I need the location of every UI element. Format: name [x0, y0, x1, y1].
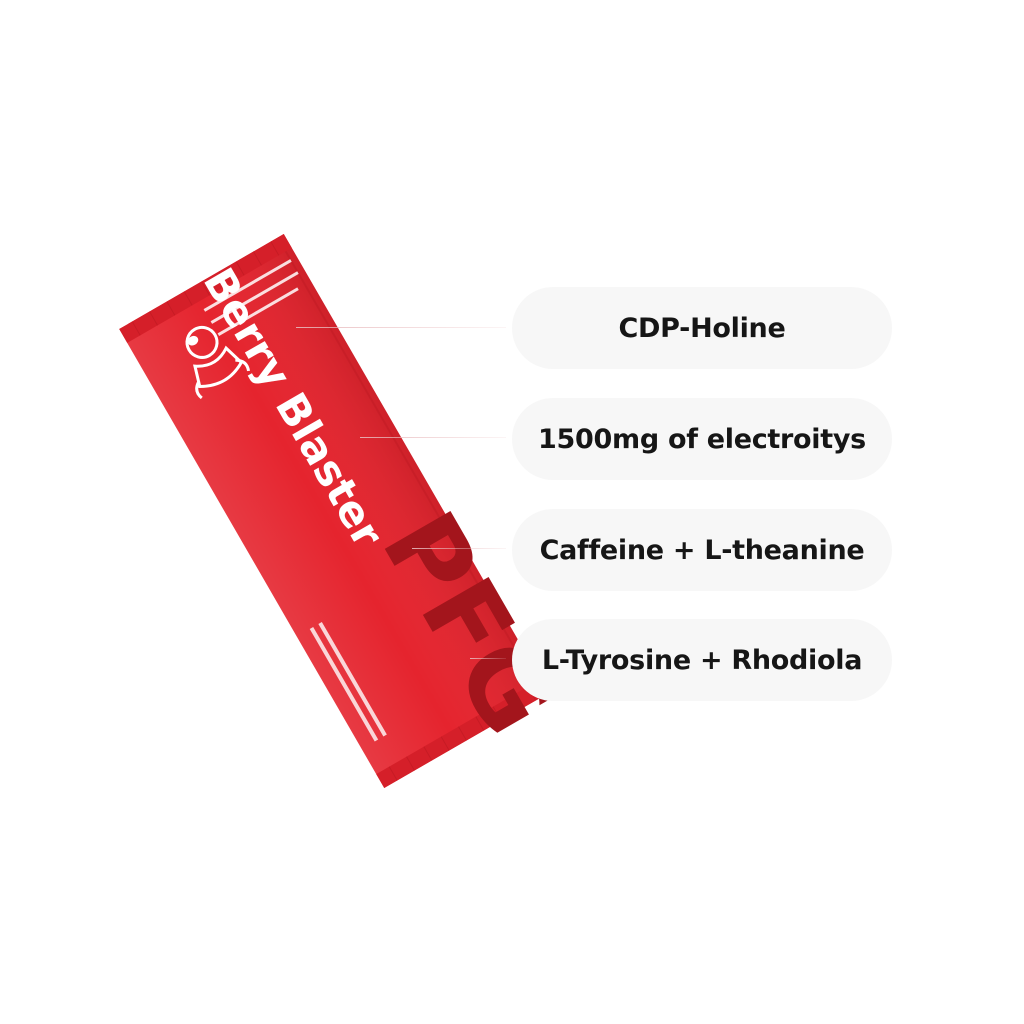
fine-print-line [318, 621, 387, 737]
callout-pill-tyrosine-rhodiola: L-Tyrosine + Rhodiola [512, 619, 892, 701]
callout-label: CDP-Holine [618, 312, 786, 344]
callout-pill-cdp-holine: CDP-Holine [512, 287, 892, 369]
callout-label: L-Tyrosine + Rhodiola [541, 644, 863, 676]
callout-connector [296, 327, 506, 328]
callout-pill-caffeine-theanine: Caffeine + L-theanine [512, 509, 892, 591]
callout-connector [360, 437, 506, 438]
fine-print-line [217, 287, 299, 337]
fine-print-line [309, 626, 379, 742]
fine-print-line [203, 259, 292, 312]
callout-connector [412, 548, 506, 549]
fine-print-line [210, 271, 299, 324]
callout-connector [470, 658, 506, 659]
callout-label: Caffeine + L-theanine [539, 534, 865, 566]
callout-label: 1500mg of electroitys [538, 423, 866, 455]
mascot-icon [185, 325, 251, 400]
callout-pill-electrolytes: 1500mg of electroitys [512, 398, 892, 480]
